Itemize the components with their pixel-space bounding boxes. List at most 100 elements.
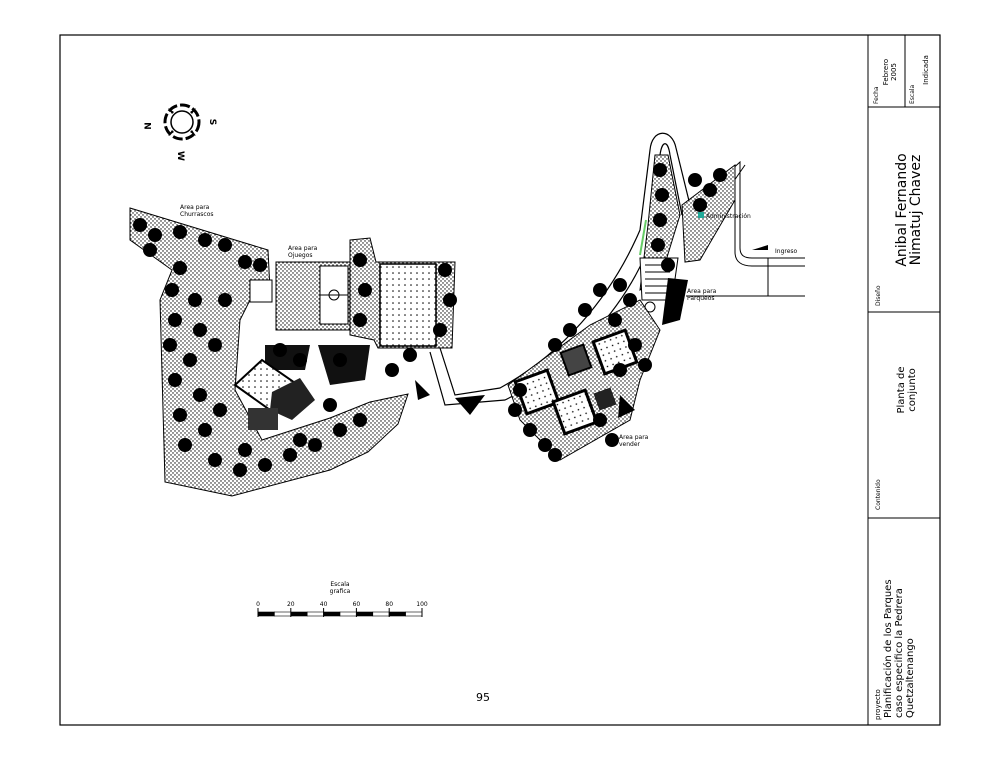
scale-title-2: grafica [330,588,351,595]
tree-icon [173,408,187,422]
scale-segment [290,611,308,617]
tree-icon [613,278,627,292]
label-parqueos-2: Parqueos [687,295,715,302]
tree-icon [218,293,232,307]
tree-icon [198,233,212,247]
tree-icon [605,433,619,447]
compass-s: S [207,119,217,125]
scale-segment [274,611,292,617]
tree-icon [548,338,562,352]
diseno-name-1: Anibal Fernando [894,153,910,266]
tree-icon [693,198,707,212]
scale-segment [405,611,423,617]
plaza-square [379,263,437,347]
escala-value: Indicada [922,55,930,85]
proyecto-line-3: Quetzaltenango [905,638,916,718]
tree-icon [655,188,669,202]
contenido-line-2: conjunto [907,368,918,411]
scale-segment [306,611,324,617]
tree-icon [385,363,399,377]
tree-icon [593,413,607,427]
tree-icon [293,433,307,447]
proyecto-line-1: Planificación de los Parques [882,579,894,718]
scale-segment [323,611,341,617]
tree-icon [308,438,322,452]
tree-icon [608,313,622,327]
tree-icon [133,218,147,232]
tree-icon [193,388,207,402]
east-park [507,154,736,461]
tree-icon [208,338,222,352]
tree-icon [165,283,179,297]
proyecto-line-2: caso especifico la Pedrera [894,588,905,718]
label-administracion: Administración [706,213,751,220]
scale-segment [257,611,275,617]
tree-icon [703,183,717,197]
label-churrascos-2: Churrascos [180,211,214,218]
fecha-label: Fecha [873,86,880,104]
parking-block [662,278,688,325]
proyecto-label: proyecto [874,689,882,720]
tree-icon [188,293,202,307]
scale-tick-label: 100 [416,601,428,608]
fecha-month: Febrero [882,59,890,85]
tree-icon [628,338,642,352]
tree-icon [238,443,252,457]
scale-tick-label: 80 [385,601,393,608]
tree-icon [403,348,417,362]
scale-tick-label: 60 [353,601,361,608]
escala-label: Escala [909,84,916,104]
scale-tick-label: 0 [256,601,260,608]
tree-icon [143,243,157,257]
sheet-border [59,34,941,726]
tree-icon [593,283,607,297]
tree-icon [198,423,212,437]
compass-n: N [144,122,154,130]
tree-icon [353,413,367,427]
tree-icon [651,238,665,252]
tree-icon [353,253,367,267]
tree-icon [183,353,197,367]
diseno-label: Diseño [875,285,882,306]
tree-icon [168,313,182,327]
tree-icon [508,403,522,417]
tree-icon [713,168,727,182]
tree-icon [523,423,537,437]
tree-icon [238,255,252,269]
fecha-year: 2005 [890,63,898,81]
label-vender-1: Area para [619,434,649,441]
scale-segment [339,611,357,617]
tree-icon [353,313,367,327]
tree-icon [661,258,675,272]
label-juegos-1: Area para [288,245,318,252]
tree-icon [293,353,307,367]
label-churrascos-1: Area para [180,204,210,211]
tree-icon [173,225,187,239]
tree-icon [438,263,452,277]
tree-icon [513,383,527,397]
scale-tick-label: 20 [287,601,295,608]
tree-icon [253,258,267,272]
tree-icon [213,403,227,417]
scale-tick-label: 40 [320,601,328,608]
tree-icon [688,173,702,187]
scale-segment [372,611,390,617]
label-juegos-2: Ojuegos [288,252,313,259]
tree-icon [173,261,187,275]
tree-icon [433,323,447,337]
label-ingreso: Ingreso [775,248,798,255]
tree-icon [193,323,207,337]
plan-labels: Area para Churrascos Area para Ojuegos A… [180,204,798,448]
scale-segment [388,611,406,617]
tree-icon [178,438,192,452]
tree-icon [283,448,297,462]
tree-icon [578,303,592,317]
tree-icon [273,343,287,357]
tree-icon [233,463,247,477]
tree-icon [358,283,372,297]
tree-icon [623,293,637,307]
diseno-name-2: Nimatuj Chavez [908,155,924,266]
scale-segment [356,611,374,617]
tree-icon [538,438,552,452]
